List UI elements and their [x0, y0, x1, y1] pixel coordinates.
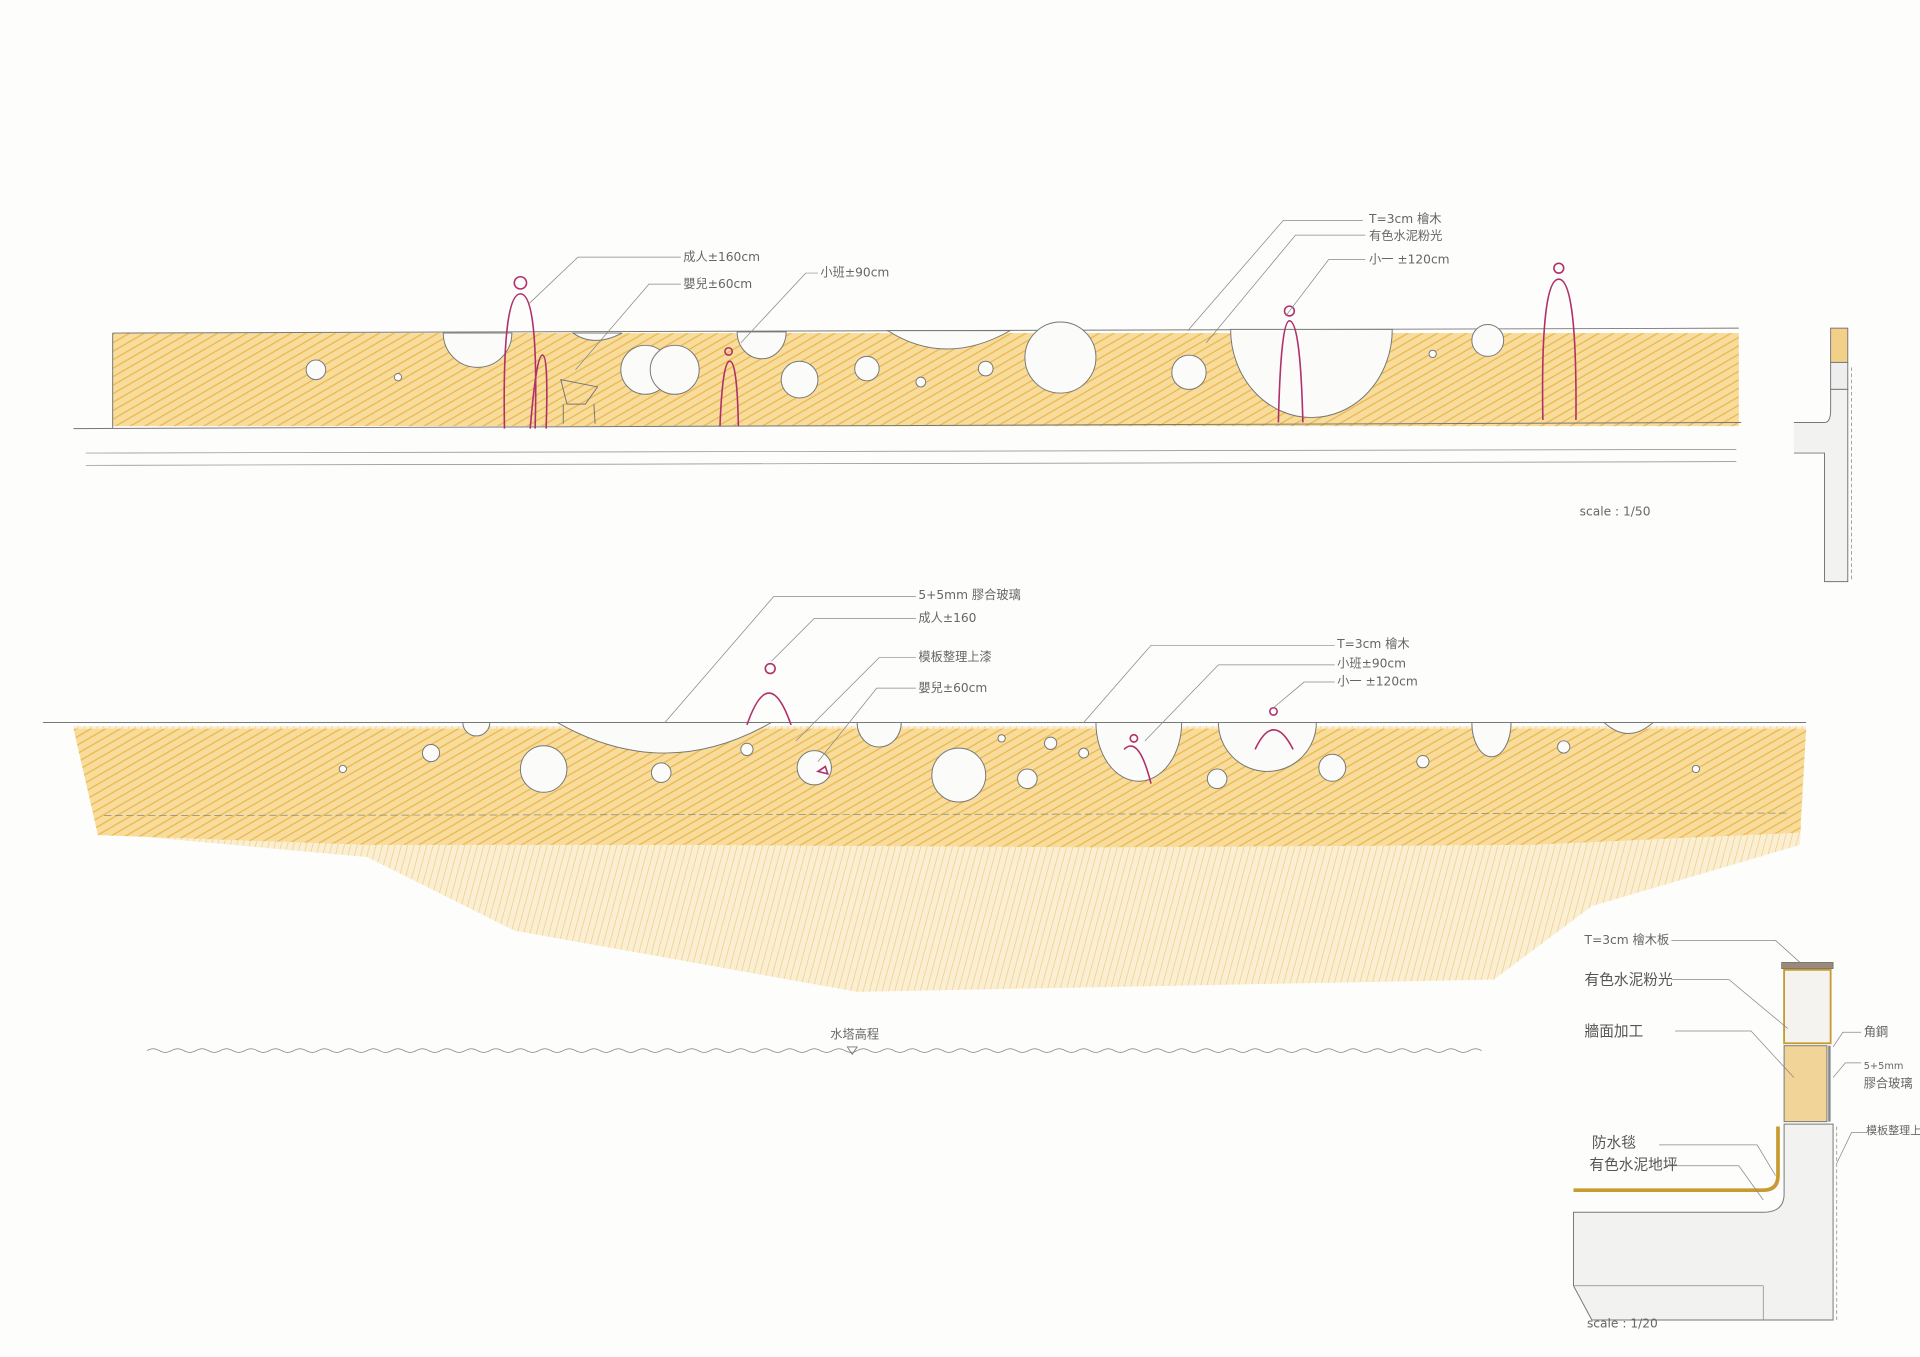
label-glass-thickness: 5+5mm — [1864, 1061, 1904, 1072]
water-level-line — [146, 1048, 1482, 1053]
detail-section: T=3cm 檜木板 有色水泥粉光 牆面加工 角鋼 5+5mm 膠合玻璃 模板整理… — [1572, 932, 1920, 1330]
label-infant-height: 嬰兒±60cm — [683, 277, 752, 291]
human-figures — [503, 262, 1577, 429]
wall-body — [112, 333, 1739, 427]
label-formwork: 模板整理上漆 — [918, 649, 991, 664]
label-adult-height: 成人±160 — [918, 611, 976, 625]
label-formwork: 模板整理上漆 — [1866, 1123, 1920, 1137]
label-wood-board: T=3cm 檜木板 — [1584, 932, 1670, 947]
scale-label-detail: scale : 1/20 — [1587, 1316, 1658, 1330]
label-waterproof: 防水毯 — [1592, 1134, 1636, 1151]
label-kid-height: 小班±90cm — [820, 266, 889, 280]
small-section — [1793, 327, 1852, 583]
plan-leaders — [664, 595, 1335, 762]
label-wood: T=3cm 檜木 — [1336, 636, 1410, 651]
plan-view: 5+5mm 膠合玻璃 成人±160 模板整理上漆 嬰兒±60cm T=3cm 檜… — [42, 587, 1807, 1056]
wall-openings — [305, 321, 1505, 419]
label-water-level: 水塔高程 — [830, 1026, 879, 1041]
level-marker-icon — [846, 1046, 858, 1056]
elevation-leaders — [528, 220, 1366, 371]
label-grade1-height: 小一 ±120cm — [1337, 675, 1418, 689]
label-angle-steel: 角鋼 — [1864, 1025, 1888, 1039]
label-adult-height: 成人±160cm — [683, 250, 760, 264]
label-infant-height: 嬰兒±60cm — [918, 681, 987, 695]
label-glass: 5+5mm 膠合玻璃 — [918, 587, 1020, 602]
label-kid-height: 小班±90cm — [1337, 656, 1406, 670]
label-cement: 有色水泥粉光 — [1585, 971, 1673, 988]
plan-figures — [746, 662, 1294, 784]
detail-leaders — [1659, 940, 1868, 1201]
stroller-icon — [560, 378, 599, 424]
label-grade1-height: 小一 ±120cm — [1369, 252, 1450, 266]
label-wood: T=3cm 檜木 — [1368, 211, 1442, 226]
label-floor: 有色水泥地坪 — [1589, 1156, 1677, 1173]
label-cement: 有色水泥粉光 — [1369, 229, 1442, 243]
scale-label-elevation: scale : 1/50 — [1580, 505, 1651, 519]
plan-openings — [338, 721, 1701, 803]
label-finish: 牆面加工 — [1585, 1023, 1644, 1040]
label-glass: 膠合玻璃 — [1864, 1075, 1913, 1090]
elevation-view: 成人±160cm 嬰兒±60cm 小班±90cm T=3cm 檜木 有色水泥粉光… — [73, 211, 1852, 583]
